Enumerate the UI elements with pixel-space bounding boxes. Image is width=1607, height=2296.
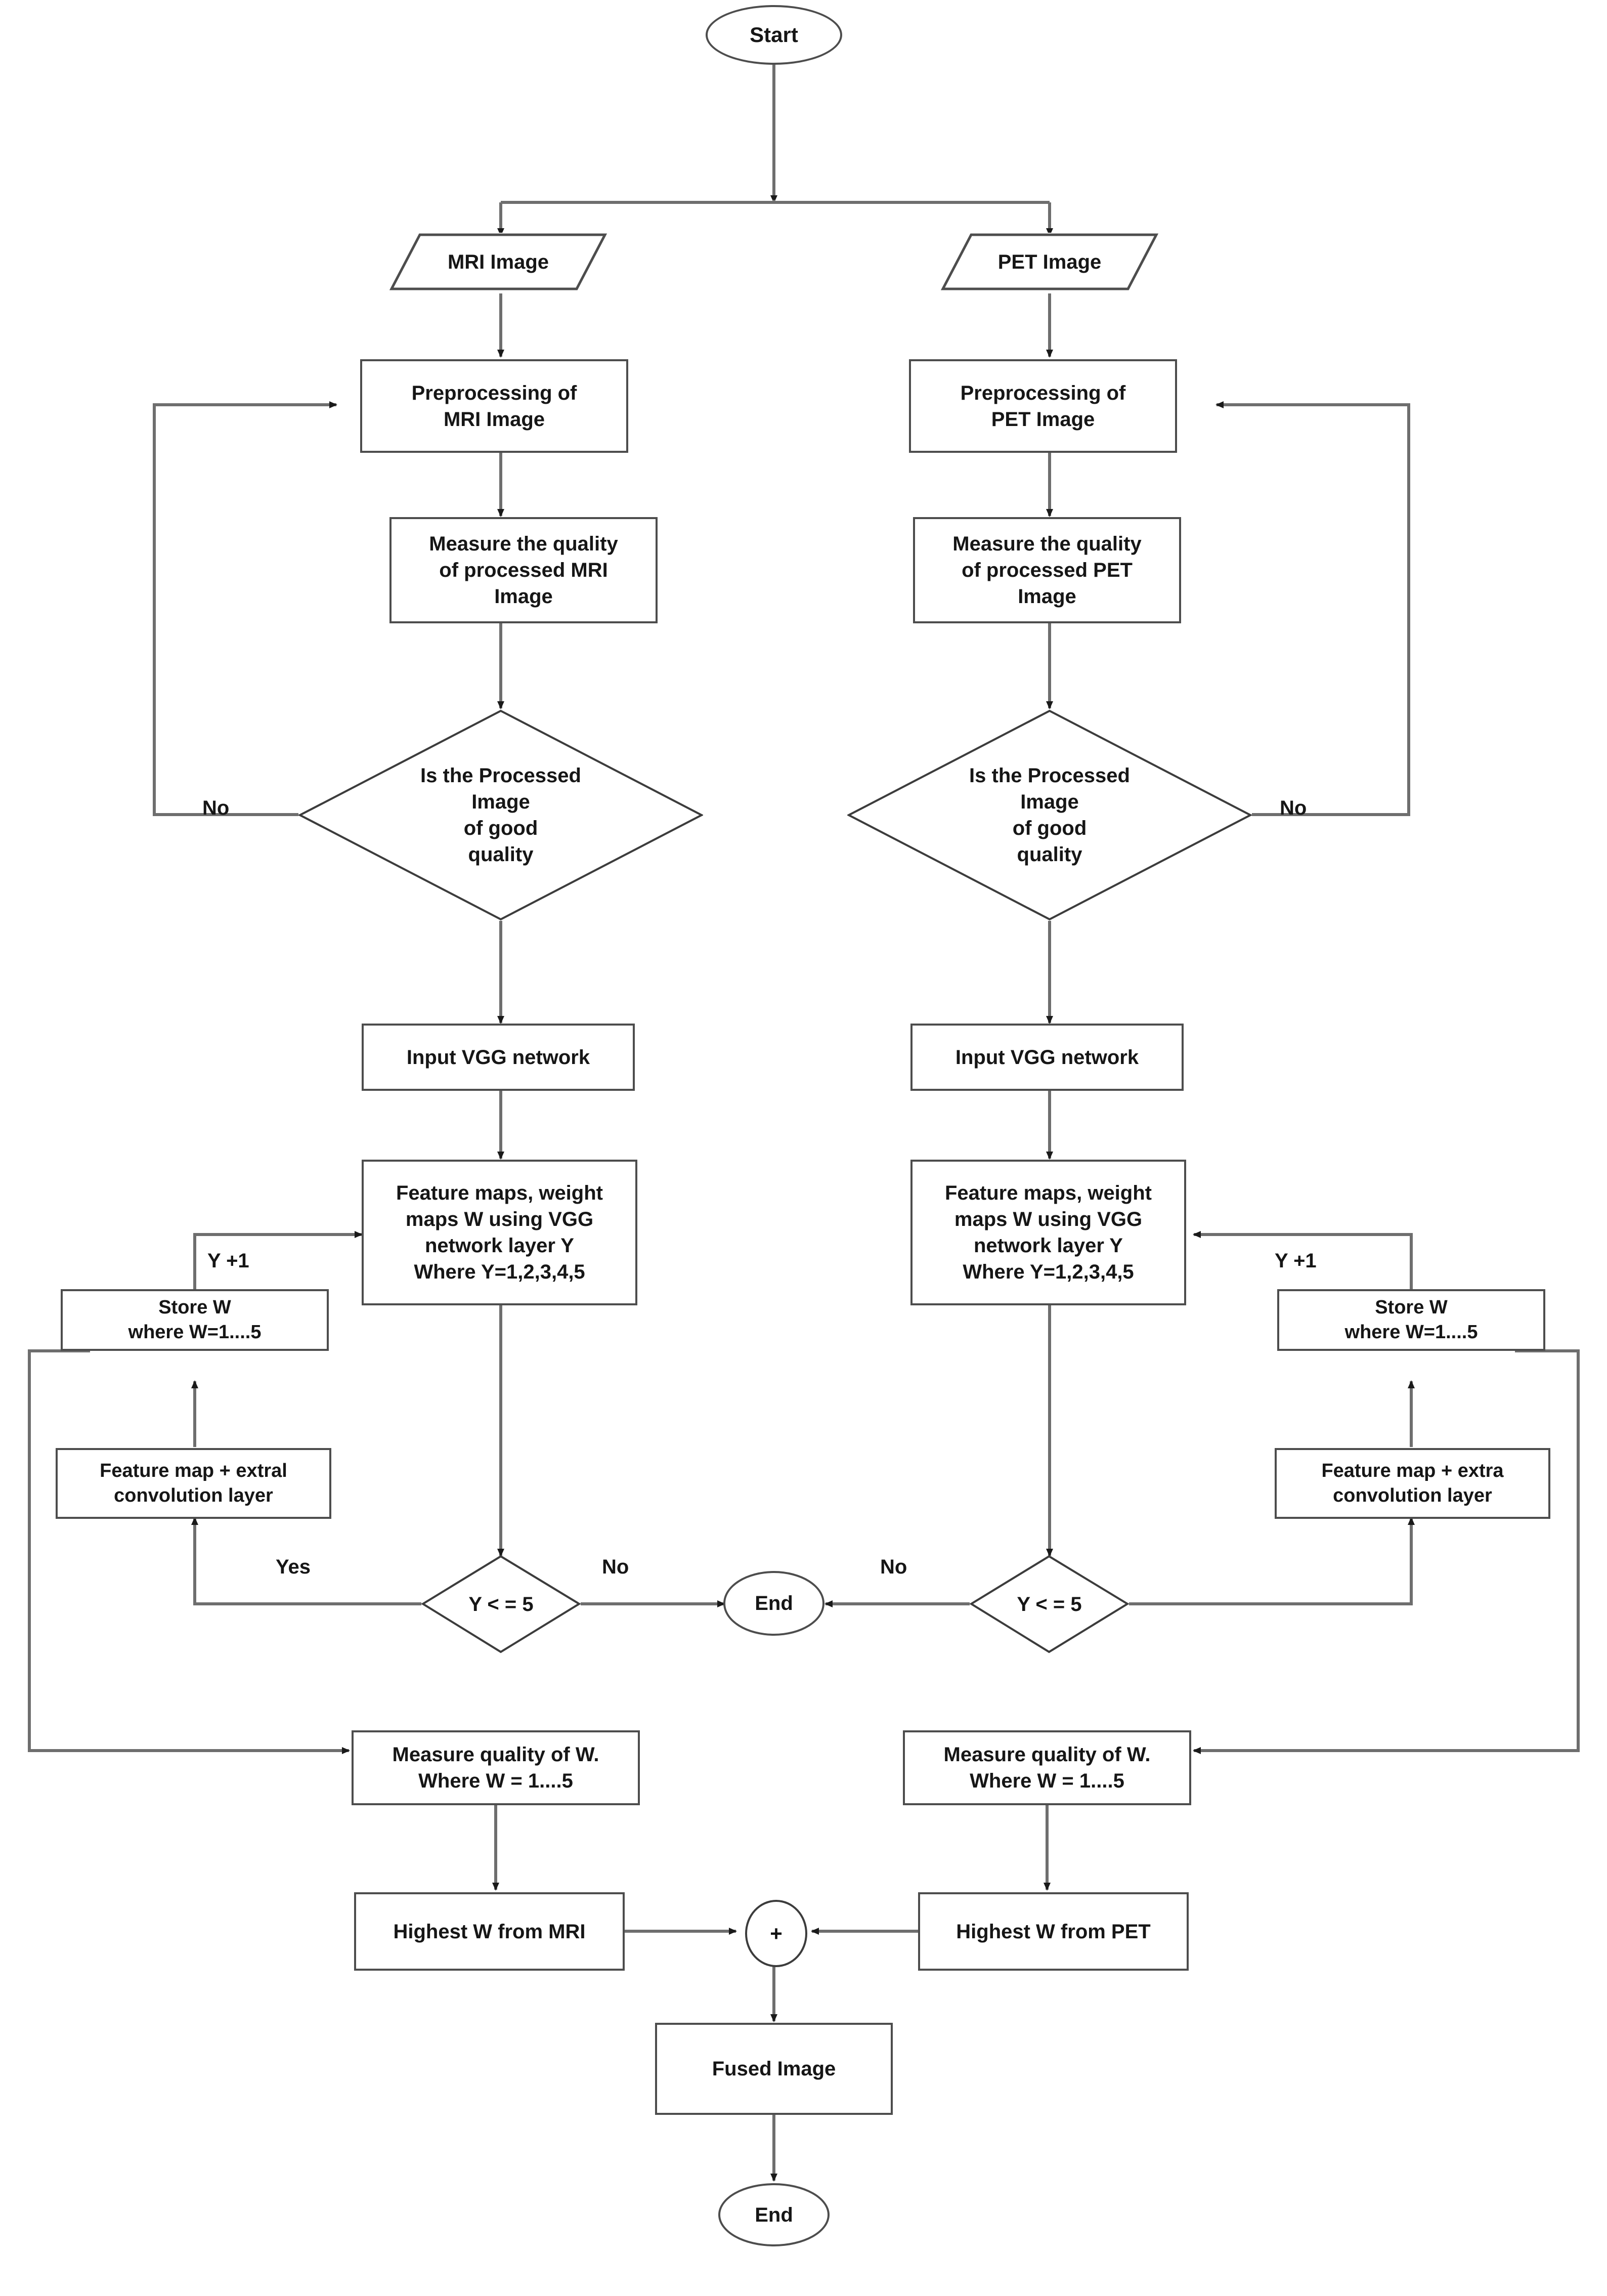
conv-layer-pet-label: Feature map + extra convolution layer	[1321, 1460, 1504, 1506]
store-w-pet-label: Store W where W=1....5	[1344, 1296, 1478, 1343]
end-final-terminator: End	[718, 2183, 830, 2246]
store-w-mri-label: Store W where W=1....5	[128, 1296, 262, 1343]
edge-label-no-mri-loop: No	[602, 1556, 629, 1578]
input-vgg-mri-box: Input VGG network	[362, 1024, 635, 1091]
feature-maps-mri-box: Feature maps, weight maps W using VGG ne…	[362, 1160, 637, 1305]
loop-decision-pet-label: Y < = 5	[1017, 1593, 1082, 1615]
measure-pet-quality-box: Measure the quality of processed PET Ima…	[913, 517, 1181, 623]
mri-quality-decision: Is the Processed Image of good quality	[298, 709, 703, 921]
measure-mri-quality-label: Measure the quality of processed MRI Ima…	[429, 533, 618, 608]
highest-w-pet-label: Highest W from PET	[956, 1920, 1151, 1943]
fusion-plus-label: +	[770, 1921, 783, 1945]
edge-label-y-plus-one-pet: Y +1	[1275, 1250, 1317, 1272]
edge-label-y-plus-one-mri: Y +1	[207, 1250, 249, 1272]
measure-w-mri-label: Measure quality of W. Where W = 1....5	[392, 1744, 599, 1792]
pet-image-input: PET Image	[941, 233, 1158, 291]
preprocess-mri-box: Preprocessing of MRI Image	[360, 359, 628, 453]
mri-image-input: MRI Image	[389, 233, 607, 291]
conv-layer-mri-label: Feature map + extral convolution layer	[100, 1460, 287, 1506]
input-vgg-pet-box: Input VGG network	[910, 1024, 1184, 1091]
feature-maps-pet-box: Feature maps, weight maps W using VGG ne…	[910, 1160, 1186, 1305]
mri-image-label: MRI Image	[447, 250, 549, 273]
mri-quality-decision-label: Is the Processed Image of good quality	[420, 764, 581, 866]
store-w-mri-box: Store W where W=1....5	[61, 1289, 329, 1351]
start-terminator: Start	[706, 5, 842, 65]
diamond-shape	[847, 709, 1252, 921]
start-label: Start	[750, 22, 798, 47]
preprocess-pet-box: Preprocessing of PET Image	[909, 359, 1177, 453]
fusion-plus-operator: +	[745, 1900, 807, 1967]
preprocess-pet-label: Preprocessing of PET Image	[960, 381, 1126, 431]
pet-image-label: PET Image	[997, 250, 1102, 273]
feature-maps-pet-label: Feature maps, weight maps W using VGG ne…	[945, 1182, 1152, 1283]
diamond-shape	[421, 1555, 581, 1653]
highest-w-pet-box: Highest W from PET	[918, 1892, 1189, 1971]
highest-w-mri-label: Highest W from MRI	[393, 1920, 586, 1943]
measure-w-pet-box: Measure quality of W. Where W = 1....5	[903, 1730, 1191, 1805]
end-middle-terminator: End	[723, 1571, 824, 1636]
edge-label-yes-mri-loop: Yes	[276, 1556, 311, 1578]
measure-mri-quality-box: Measure the quality of processed MRI Ima…	[389, 517, 658, 623]
conv-layer-mri-box: Feature map + extral convolution layer	[56, 1448, 331, 1519]
preprocess-mri-label: Preprocessing of MRI Image	[411, 381, 577, 431]
edge-label-no-mri-quality: No	[202, 797, 230, 819]
loop-decision-mri-label: Y < = 5	[468, 1593, 534, 1615]
diamond-shape	[970, 1555, 1129, 1653]
input-vgg-pet-label: Input VGG network	[955, 1046, 1139, 1069]
measure-pet-quality-label: Measure the quality of processed PET Ima…	[952, 533, 1142, 608]
diamond-shape	[298, 709, 703, 921]
loop-decision-pet: Y < = 5	[970, 1555, 1129, 1653]
measure-w-pet-label: Measure quality of W. Where W = 1....5	[943, 1744, 1151, 1792]
parallelogram-shape	[941, 233, 1158, 290]
pet-quality-decision: Is the Processed Image of good quality	[847, 709, 1252, 921]
store-w-pet-box: Store W where W=1....5	[1277, 1289, 1545, 1351]
input-vgg-mri-label: Input VGG network	[406, 1046, 590, 1069]
conv-layer-pet-box: Feature map + extra convolution layer	[1275, 1448, 1550, 1519]
measure-w-mri-box: Measure quality of W. Where W = 1....5	[352, 1730, 640, 1805]
end-final-label: End	[755, 2203, 793, 2226]
highest-w-mri-box: Highest W from MRI	[354, 1892, 625, 1971]
fused-image-box: Fused Image	[655, 2023, 893, 2115]
end-middle-label: End	[755, 1592, 793, 1614]
pet-quality-decision-label: Is the Processed Image of good quality	[969, 764, 1130, 866]
fused-image-label: Fused Image	[712, 2058, 836, 2080]
feature-maps-mri-label: Feature maps, weight maps W using VGG ne…	[396, 1182, 603, 1283]
edge-label-no-pet-loop: No	[880, 1556, 907, 1578]
loop-decision-mri: Y < = 5	[421, 1555, 581, 1653]
edge-label-no-pet-quality: No	[1280, 797, 1307, 819]
parallelogram-shape	[389, 233, 607, 290]
